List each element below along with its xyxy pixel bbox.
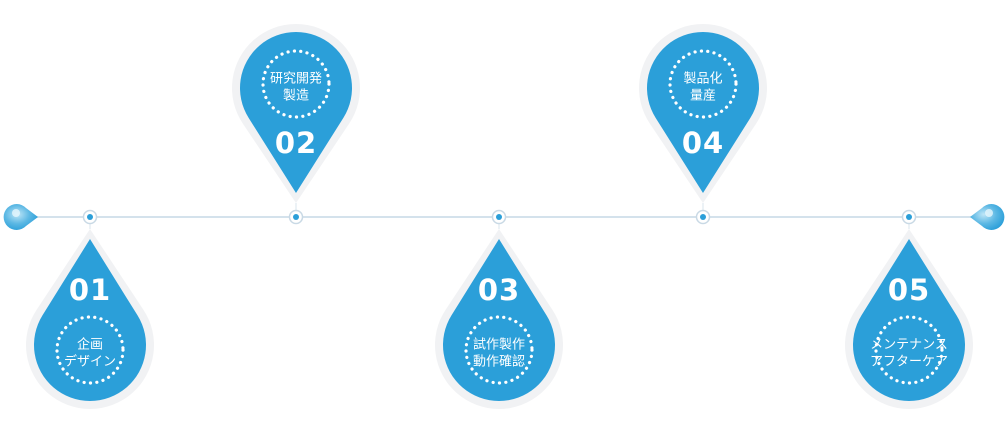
step-number: 03 (478, 273, 520, 307)
step-label-line: 動作確認 (473, 354, 525, 370)
step-dotted-ring (874, 315, 944, 385)
step-label-line: 研究開発 (270, 72, 322, 87)
timeline-node-dot (496, 214, 502, 220)
step-dotted-ring (261, 49, 331, 119)
step-label-line: 製造 (283, 89, 309, 104)
timeline-start-cap (3, 204, 38, 230)
step-number: 01 (69, 273, 111, 307)
timeline-node-dot (293, 214, 299, 220)
step-label-line: 企画 (77, 337, 103, 353)
timeline-node-dot (700, 214, 706, 220)
step-label-line: デザイン (64, 354, 116, 370)
step-dotted-ring (668, 49, 738, 119)
timeline-node-dot (906, 214, 912, 220)
timeline-node-dot (87, 214, 93, 220)
step-drop (853, 239, 965, 402)
step-number: 04 (682, 126, 724, 160)
step-label-line: 量産 (690, 88, 716, 104)
step-label-line: メンテナンス (870, 338, 948, 353)
step-drop (34, 239, 147, 402)
step-number: 02 (275, 126, 317, 160)
step-number: 05 (888, 273, 930, 307)
step-drop (443, 239, 556, 402)
step-drop (240, 32, 352, 193)
step-drop (647, 32, 760, 193)
step-label-line: 製品化 (683, 72, 722, 87)
step-label-line: アフターケア (870, 355, 948, 370)
step-label-line: 試作製作 (473, 337, 525, 353)
step-dotted-ring (55, 315, 125, 385)
step-dotted-ring (464, 315, 534, 385)
timeline-end-cap (970, 203, 1005, 231)
